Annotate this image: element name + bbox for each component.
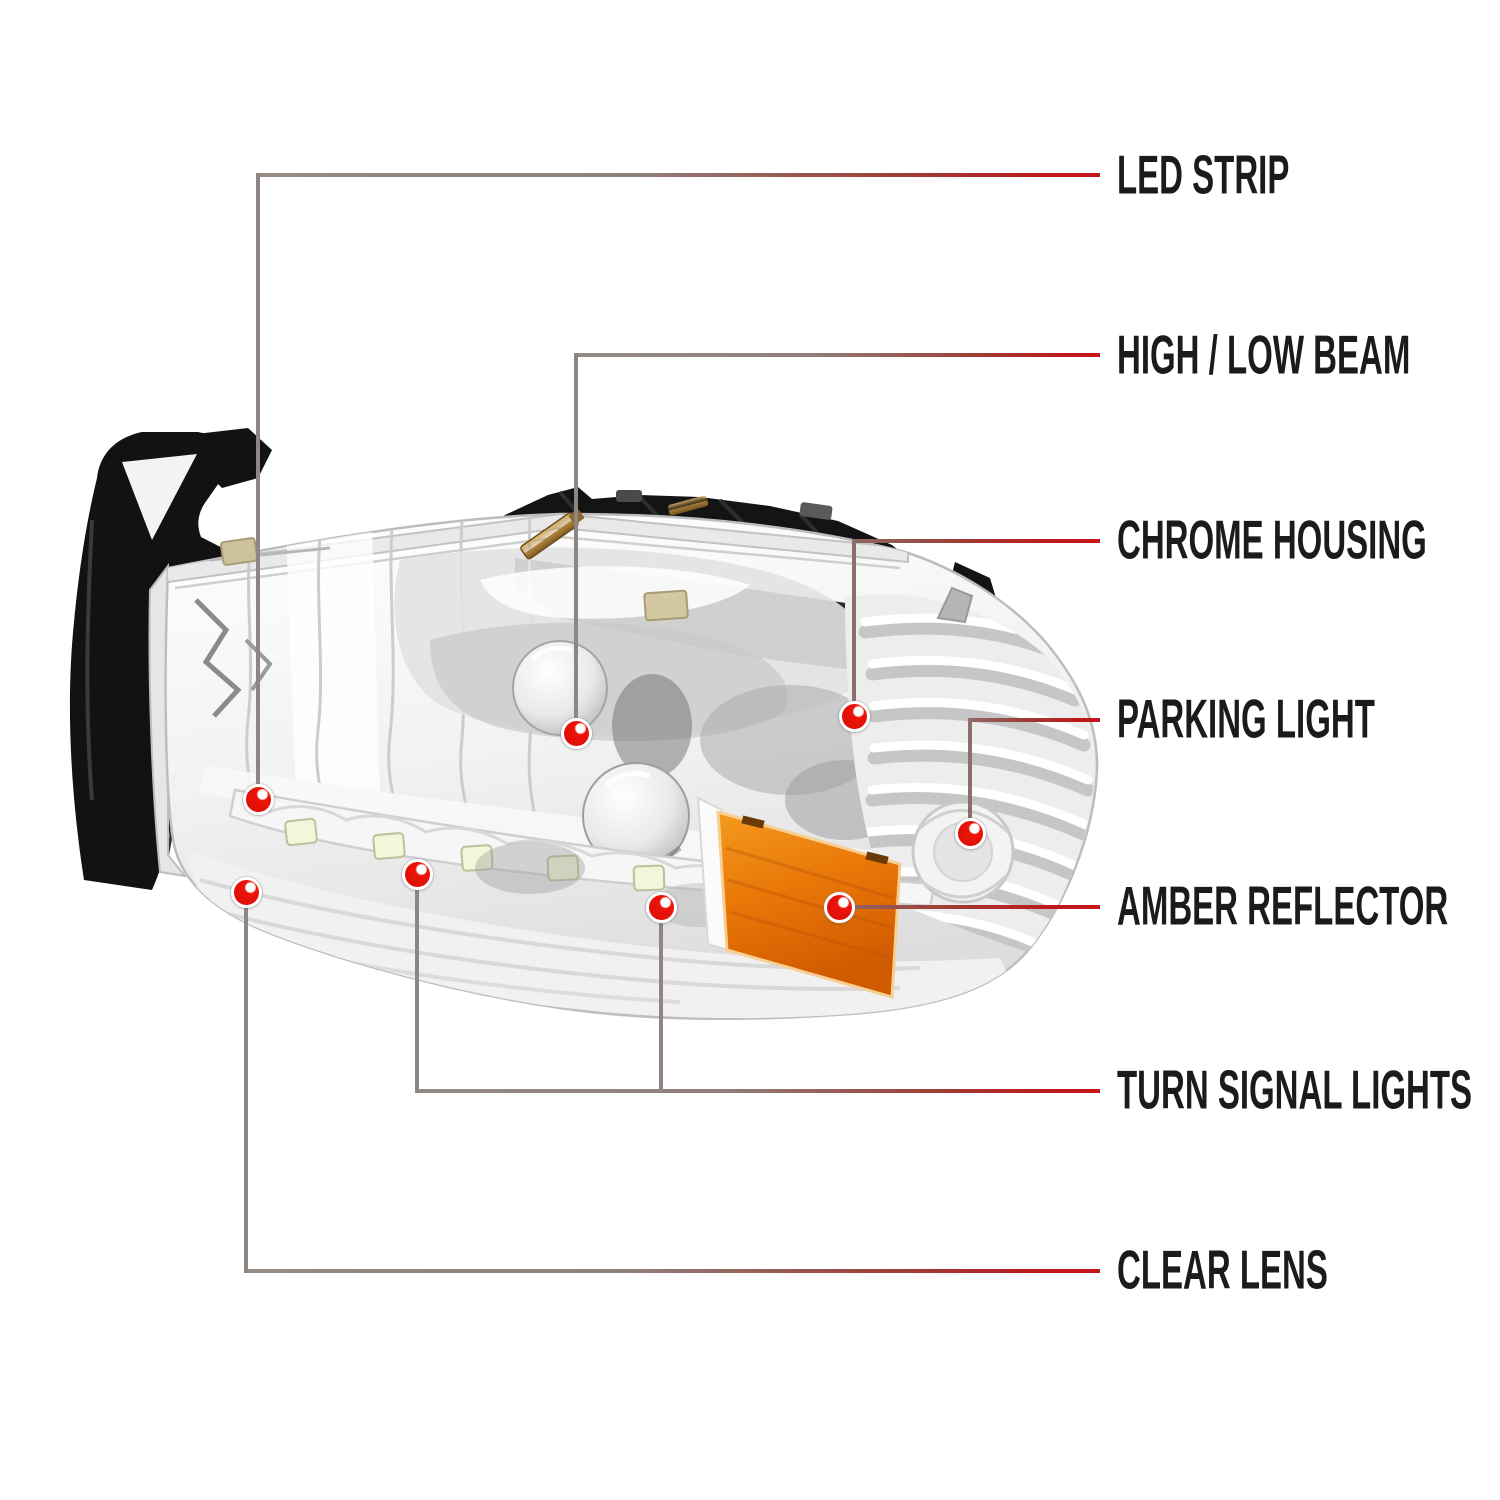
parking-light-leader-line <box>968 718 1100 722</box>
turn-signal-leader-line <box>415 1089 1100 1093</box>
amber-reflector-leader-line <box>839 905 1100 909</box>
led-strip-leader-line-vertical <box>256 173 260 799</box>
label-led-strip: LED STRIP <box>1117 143 1290 206</box>
label-amber-reflector: AMBER REFLECTOR <box>1117 874 1449 937</box>
mounting-hardware <box>220 495 974 624</box>
clear-lens-marker-dot <box>231 877 262 908</box>
clear-lens-leader-line-vertical <box>244 892 248 1273</box>
high-low-beam-leader-line <box>574 353 1100 357</box>
parking-light-leader-line-vertical <box>968 718 972 833</box>
label-turn-signal-lights: TURN SIGNAL LIGHTS <box>1117 1058 1473 1121</box>
chrome-housing-marker-dot <box>839 701 870 732</box>
led-strip-leader-line <box>256 173 1100 177</box>
label-high-low-beam: HIGH / LOW BEAM <box>1117 323 1411 386</box>
chrome-housing-leader-line-vertical <box>852 539 856 716</box>
label-chrome-housing: CHROME HOUSING <box>1117 508 1427 571</box>
bulb-domes <box>512 640 692 870</box>
label-parking-light: PARKING LIGHT <box>1117 687 1375 750</box>
parking-light <box>911 800 1015 904</box>
high-low-beam-marker-dot <box>561 718 592 749</box>
turn-signal-leader-line-vertical-1 <box>415 874 419 1093</box>
label-clear-lens: CLEAR LENS <box>1117 1238 1328 1301</box>
clear-lens-leader-line <box>244 1269 1100 1273</box>
amber-reflector-marker-dot <box>824 892 855 923</box>
turn-signal-marker-dot-1 <box>402 859 433 890</box>
chrome-housing-leader-line <box>852 539 1100 543</box>
high-low-beam-leader-line-vertical <box>574 353 578 733</box>
led-strip-marker-dot <box>243 784 274 815</box>
parking-light-marker-dot <box>955 818 986 849</box>
turn-signal-leader-line-vertical-2 <box>659 907 663 1093</box>
turn-signal-marker-dot-2 <box>646 892 677 923</box>
amber-reflector <box>696 796 902 999</box>
